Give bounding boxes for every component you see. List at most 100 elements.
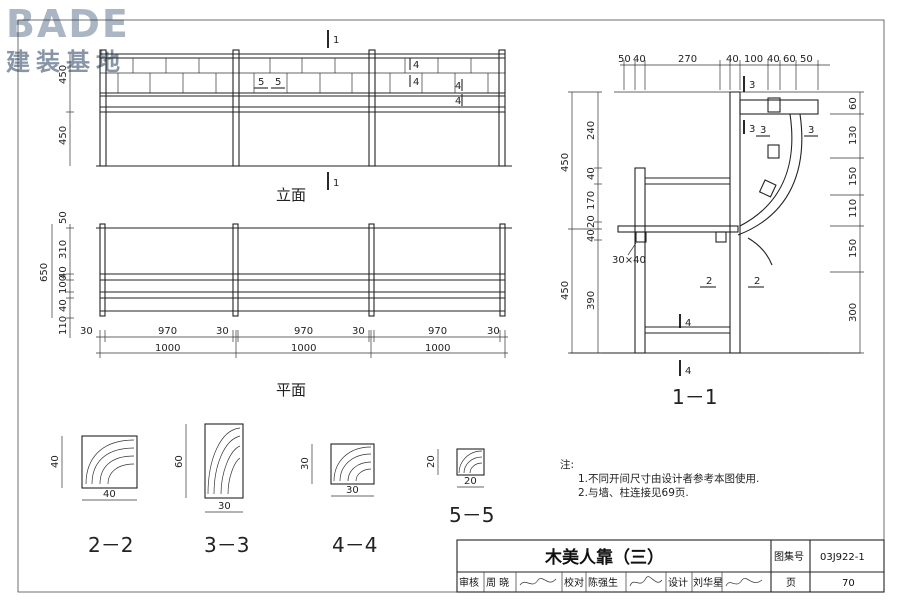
plan-bdim-30b: 30 (216, 326, 229, 337)
detail-4-4-h: 30 (300, 457, 311, 470)
sec-left-450a: 450 (560, 153, 571, 172)
sec-left-390: 390 (586, 291, 597, 310)
tag-5a: 5 (258, 77, 264, 88)
detail-2-2: 40 40 2－2 (50, 435, 138, 557)
detail-3-3-label: 3－3 (204, 533, 249, 557)
detail-3-3-w: 30 (218, 501, 231, 512)
plan-bdim-1000a: 1000 (155, 343, 180, 354)
title-block: 木美人靠（三） 图集号 03J922-1 审核 周 晓 校对 陈强生 设计 刘华… (456, 539, 885, 593)
tag-4d: 4 (455, 96, 461, 107)
section-view: 50 40 270 40 100 40 60 50 450 240 40 170… (560, 54, 864, 409)
plan-dim-40a: 40 (58, 266, 69, 279)
logo-chinese: 建装基地 (6, 47, 126, 76)
sec-right-130: 130 (848, 126, 859, 145)
logo: BADE 建装基地 (6, 2, 130, 76)
callout-3a: 3 (749, 80, 755, 91)
detail-5-5-label: 5－5 (449, 503, 494, 527)
sec-left-170: 170 (586, 191, 597, 210)
detail-4-4-label: 4－4 (332, 533, 377, 557)
review-label: 审核 (459, 576, 479, 589)
atlas-label: 图集号 (774, 550, 804, 563)
sec-top-100: 100 (744, 54, 763, 65)
section-title: 1－1 (672, 385, 717, 409)
plan-dim-110: 110 (58, 316, 69, 335)
detail-4-4-w: 30 (346, 485, 359, 496)
notes: 注: 1.不同开间尺寸由设计者参考本图使用. 2.与墙、柱连接见69页. (560, 458, 759, 499)
sec-right-150a: 150 (848, 167, 859, 186)
sec-top-270: 270 (678, 54, 697, 65)
plan-bdim-1000b: 1000 (291, 343, 316, 354)
tag-4b: 4 (413, 77, 419, 88)
plan-dim-100: 100 (58, 275, 69, 294)
callout-4b: 4 (685, 366, 691, 377)
sec-right-150b: 150 (848, 239, 859, 258)
plan-bdim-30c: 30 (352, 326, 365, 337)
logo-brand: BADE (6, 2, 130, 46)
callout-2a: 2 (706, 276, 712, 287)
elevation-title: 立面 (276, 186, 306, 204)
sec-top-50b: 50 (800, 54, 813, 65)
reviewer-name: 周 晓 (486, 577, 509, 589)
detail-2-2-label: 2－2 (88, 533, 133, 557)
sec-right-300: 300 (848, 303, 859, 322)
callout-2b: 2 (754, 276, 760, 287)
designer-signature (725, 578, 763, 587)
tag-5b: 5 (275, 77, 281, 88)
tag-4a: 4 (413, 60, 419, 71)
note-1: 1.不同开间尺寸由设计者参考本图使用. (578, 472, 759, 485)
reviewer-signature (519, 578, 557, 586)
detail-5-5-h: 20 (426, 455, 437, 468)
sec-left-20: 20 (586, 215, 597, 228)
sheet-border (17, 19, 885, 593)
detail-4-4: 30 30 4－4 (300, 443, 377, 557)
sec-left-40a: 40 (586, 167, 597, 180)
callout-4a: 4 (685, 318, 691, 329)
sec-left-450b: 450 (560, 281, 571, 300)
plan-bdim-970c: 970 (428, 326, 447, 337)
tag-4c: 4 (455, 81, 461, 92)
checker-name: 陈强生 (588, 576, 618, 589)
notes-heading: 注: (560, 458, 574, 471)
sec-left-40b: 40 (586, 229, 597, 242)
detail-3-3: 60 30 3－3 (174, 423, 249, 557)
plan-dim-50: 50 (58, 211, 69, 224)
cut-mark-bottom: 1 (333, 178, 339, 189)
plan-title: 平面 (276, 381, 306, 399)
designer-name: 刘华星 (693, 576, 723, 589)
detail-5-5-w: 20 (464, 476, 477, 487)
check-label: 校对 (564, 576, 584, 589)
elevation-view: 450 450 1 1 5 5 4 4 4 4 立面 (58, 30, 512, 204)
sec-top-60: 60 (783, 54, 796, 65)
sec-top-40c: 40 (767, 54, 780, 65)
detail-2-2-w: 40 (103, 489, 116, 500)
sec-top-40a: 40 (633, 54, 646, 65)
callout-3b: 3 (749, 124, 755, 135)
atlas-number: 03J922-1 (820, 552, 865, 563)
plan-dim-310: 310 (58, 240, 69, 259)
plan-dim-650: 650 (39, 263, 50, 282)
plan-dim-40b: 40 (58, 299, 69, 312)
member-size-label: 30×40 (612, 255, 646, 266)
note-2: 2.与墙、柱连接见69页. (578, 486, 689, 499)
elevation-dim-upper: 450 (58, 65, 69, 84)
sec-left-240: 240 (586, 121, 597, 140)
sec-top-40b: 40 (726, 54, 739, 65)
cut-mark-top: 1 (333, 35, 339, 46)
elevation-dim-lower: 450 (58, 126, 69, 145)
sec-right-110: 110 (848, 199, 859, 218)
detail-2-2-h: 40 (50, 455, 61, 468)
drawing-title: 木美人靠（三） (544, 547, 664, 568)
callout-3d: 3 (808, 125, 814, 136)
plan-bdim-970a: 970 (158, 326, 177, 337)
plan-bdim-970b: 970 (294, 326, 313, 337)
plan-bdim-30d: 30 (487, 326, 500, 337)
sec-top-50a: 50 (618, 54, 631, 65)
callout-3c: 3 (760, 125, 766, 136)
detail-3-3-h: 60 (174, 455, 185, 468)
page-label: 页 (786, 577, 796, 589)
page-number: 70 (842, 578, 855, 589)
plan-view: 650 50 310 40 100 40 110 30 970 30 970 3… (39, 211, 512, 399)
checker-signature (629, 576, 663, 587)
